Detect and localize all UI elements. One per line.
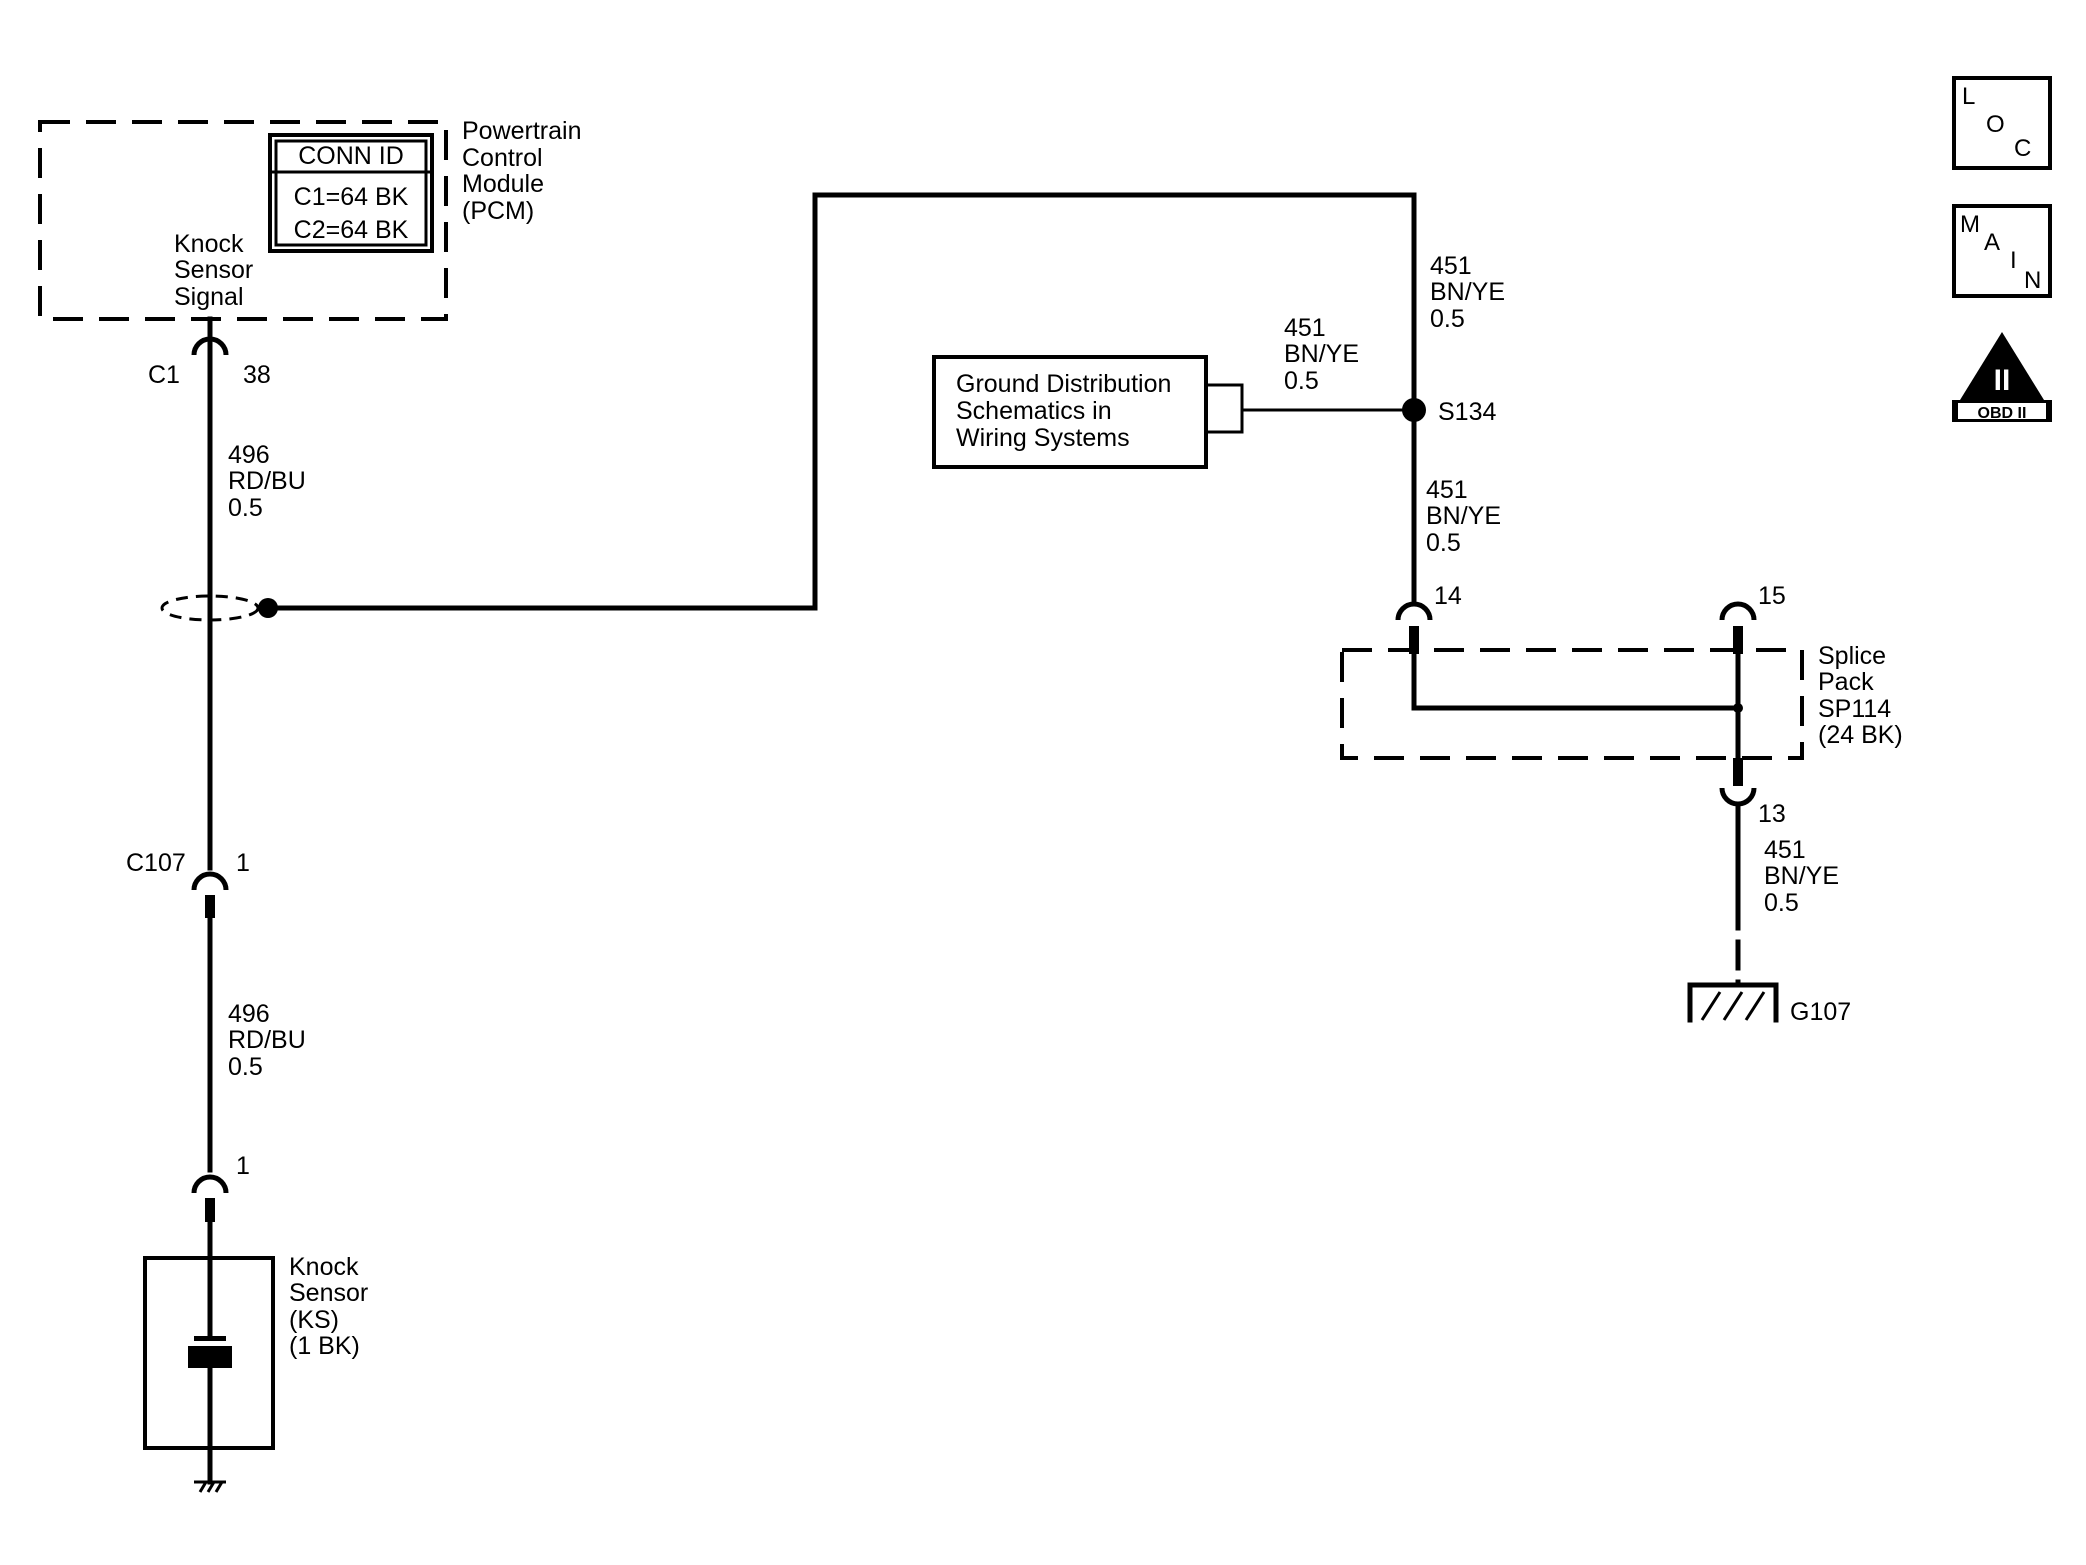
pcm-name-line-4: (PCM) xyxy=(462,197,534,225)
wire-gd-circuit: 451 xyxy=(1284,314,1326,342)
knock-sensor-label-3: (KS) xyxy=(289,1306,339,1334)
ground-dist-line-3: Wiring Systems xyxy=(956,424,1130,452)
knock-sensor-element xyxy=(188,1346,232,1368)
main-letter-i: I xyxy=(2010,247,2017,274)
wire-bottom-right-circuit: 451 xyxy=(1764,836,1806,864)
pcm-name-line-1: Powertrain xyxy=(462,117,582,145)
loc-letter-c: C xyxy=(2014,135,2031,162)
ground-g107: G107 xyxy=(1687,982,1851,1026)
main-button[interactable]: M A I N xyxy=(1952,204,2052,298)
splice-s134: S134 xyxy=(1402,398,1496,603)
conn-id-box xyxy=(268,133,434,253)
wire-lower-color: RD/BU xyxy=(228,1026,306,1054)
loc-button[interactable]: L O C xyxy=(1952,76,2052,170)
inline-connector-c107: C107 1 xyxy=(126,849,250,918)
splice-s134-name: S134 xyxy=(1438,398,1496,426)
splice-pack-pin-b: 15 xyxy=(1758,582,1786,610)
conn-id-row-2: C2=64 BK xyxy=(294,216,409,244)
knock-sensor: Knock Sensor (KS) (1 BK) xyxy=(143,1219,368,1485)
obd-ii-button[interactable]: II OBD II xyxy=(1952,332,2052,422)
knock-sensor-label-1: Knock xyxy=(289,1253,359,1281)
obd-roman: II xyxy=(1994,364,2011,397)
splice-pack-pin-c: 13 xyxy=(1758,800,1786,828)
signal-line-3: Signal xyxy=(174,283,244,311)
wire-lower-size: 0.5 xyxy=(228,1053,263,1081)
wire-upper-size: 0.5 xyxy=(228,494,263,522)
ground-dist-line-1: Ground Distribution xyxy=(956,370,1171,398)
wire-top-right-size: 0.5 xyxy=(1430,305,1465,333)
c107-name: C107 xyxy=(126,849,186,877)
pcm-connector-pin: 38 xyxy=(243,361,271,389)
shield-drain xyxy=(160,192,1417,622)
conn-id-title: CONN ID xyxy=(298,142,404,170)
wire-upper: 496 RD/BU 0.5 xyxy=(207,345,306,871)
wire-mid-right-size: 0.5 xyxy=(1426,529,1461,557)
wire-top-right: 451 BN/YE 0.5 xyxy=(1430,252,1505,333)
wire-lower: 496 RD/BU 0.5 xyxy=(207,915,306,1173)
knock-sensor-label-2: Sensor xyxy=(289,1279,368,1307)
splice-pack-label-2: Pack xyxy=(1818,668,1874,696)
wire-top-right-color: BN/YE xyxy=(1430,278,1505,306)
knock-sensor-element-top xyxy=(194,1336,226,1341)
wire-gd-color: BN/YE xyxy=(1284,340,1359,368)
wire-bottom-right: 451 BN/YE 0.5 xyxy=(1735,801,1839,988)
pcm-connector: C1 38 xyxy=(148,316,271,389)
loc-letter-o: O xyxy=(1986,111,2005,138)
knock-sensor-pin: 1 xyxy=(236,1152,250,1180)
wire-mid-right: 451 BN/YE 0.5 xyxy=(1426,476,1501,557)
obd-text: OBD II xyxy=(1978,405,2027,422)
wire-mid-right-circuit: 451 xyxy=(1426,476,1468,504)
splice-pack-pin-a: 14 xyxy=(1434,582,1462,610)
main-letter-n: N xyxy=(2024,267,2041,294)
obd-ii-icon xyxy=(1960,332,2044,400)
main-letter-a: A xyxy=(1984,229,2000,256)
splice-pack-label-1: Splice xyxy=(1818,642,1886,670)
wire-bottom-right-size: 0.5 xyxy=(1764,889,1799,917)
signal-line-1: Knock xyxy=(174,230,244,258)
wire-top-right-circuit: 451 xyxy=(1430,252,1472,280)
c107-pin: 1 xyxy=(236,849,250,877)
wire-bottom-right-color: BN/YE xyxy=(1764,862,1839,890)
wire-mid-right-color: BN/YE xyxy=(1426,502,1501,530)
pcm-name-line-2: Control xyxy=(462,144,543,172)
conn-id-row-1: C1=64 BK xyxy=(294,183,409,211)
knock-sensor-label-4: (1 BK) xyxy=(289,1332,360,1360)
main-letter-m: M xyxy=(1960,211,1980,238)
wire-upper-color: RD/BU xyxy=(228,467,306,495)
splice-pack-label-4: (24 BK) xyxy=(1818,721,1903,749)
pcm-module: CONN ID C1=64 BK C2=64 BK Powertrain Con… xyxy=(38,117,582,321)
knock-sensor-connector: 1 xyxy=(191,1152,250,1222)
signal-line-2: Sensor xyxy=(174,256,253,284)
wire-upper-circuit: 496 xyxy=(228,441,270,469)
wire-lower-circuit: 496 xyxy=(228,1000,270,1028)
knock-sensor-ground xyxy=(194,1480,226,1493)
pcm-connector-name: C1 xyxy=(148,361,180,389)
splice-pack-label-3: SP114 xyxy=(1818,695,1891,723)
wire-to-ground-dist: 451 BN/YE 0.5 xyxy=(1284,314,1359,395)
splice-pack: 14 15 13 Splice Pack SP114 (24 BK) xyxy=(1340,582,1903,828)
loc-letter-l: L xyxy=(1962,83,1975,110)
pcm-name-line-3: Module xyxy=(462,170,544,198)
wire-gd-size: 0.5 xyxy=(1284,367,1319,395)
ground-distribution-box: Ground Distribution Schematics in Wiring… xyxy=(932,355,1414,469)
ground-g107-name: G107 xyxy=(1790,998,1851,1026)
ground-dist-line-2: Schematics in xyxy=(956,397,1112,425)
